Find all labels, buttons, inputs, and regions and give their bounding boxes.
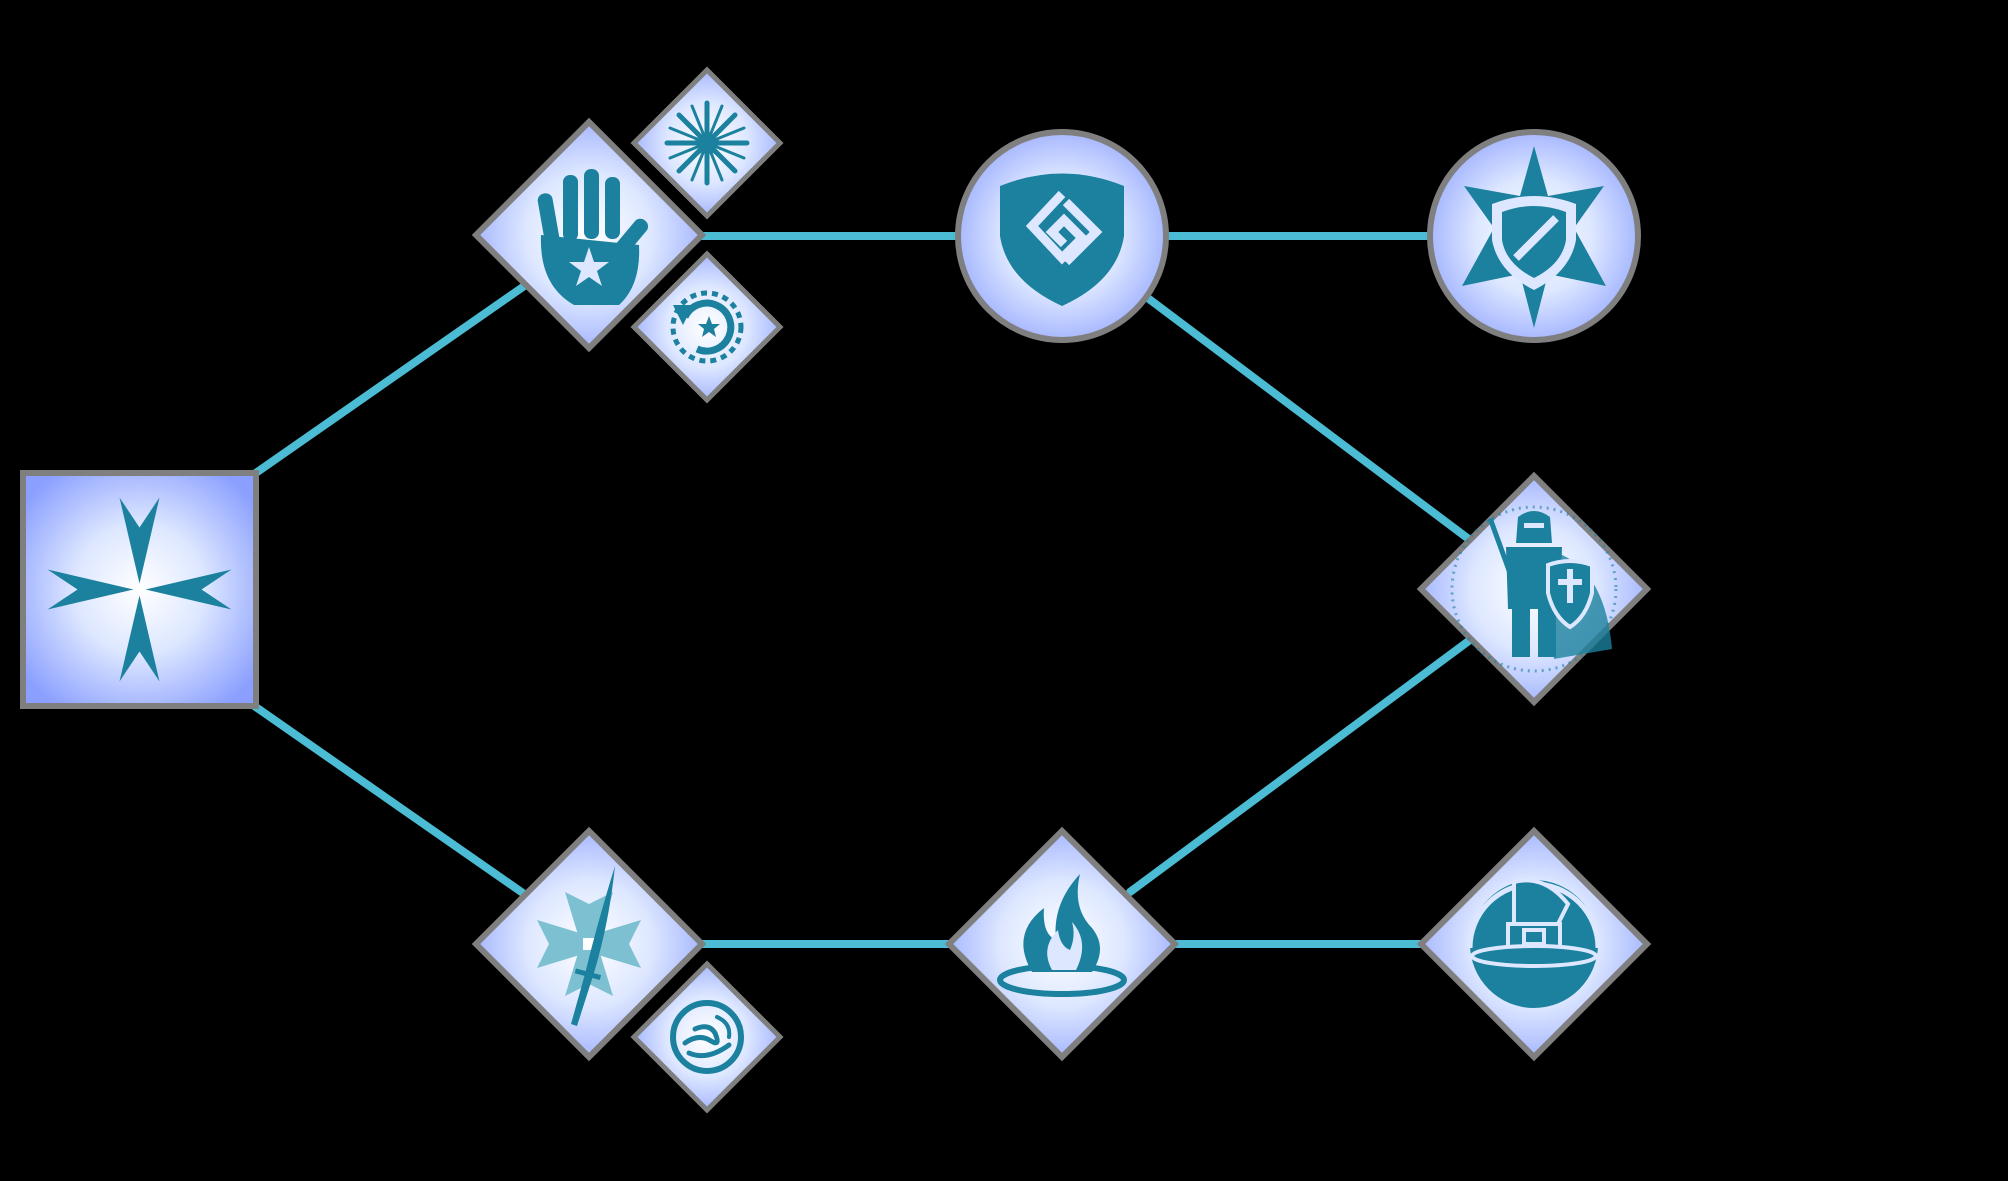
upper-tier2-skill-node[interactable] xyxy=(958,132,1166,340)
capstone-skill-node[interactable] xyxy=(1421,476,1647,702)
connector-upper2-capstone xyxy=(1145,296,1470,540)
connector-lower2-capstone xyxy=(1130,640,1470,892)
root-skill-node[interactable] xyxy=(23,473,256,706)
wizard-hat-icon xyxy=(1470,880,1598,1008)
upper-tier3-skill-node[interactable] xyxy=(1430,132,1638,340)
connector-root-upper xyxy=(250,282,530,477)
snowflake-burst-icon xyxy=(667,103,747,183)
lower-tier2-skill-node[interactable] xyxy=(949,831,1175,1057)
connector-lines xyxy=(250,236,1470,944)
connector-root-lower xyxy=(250,703,530,898)
lower-tier3-skill-node[interactable] xyxy=(1421,831,1647,1057)
